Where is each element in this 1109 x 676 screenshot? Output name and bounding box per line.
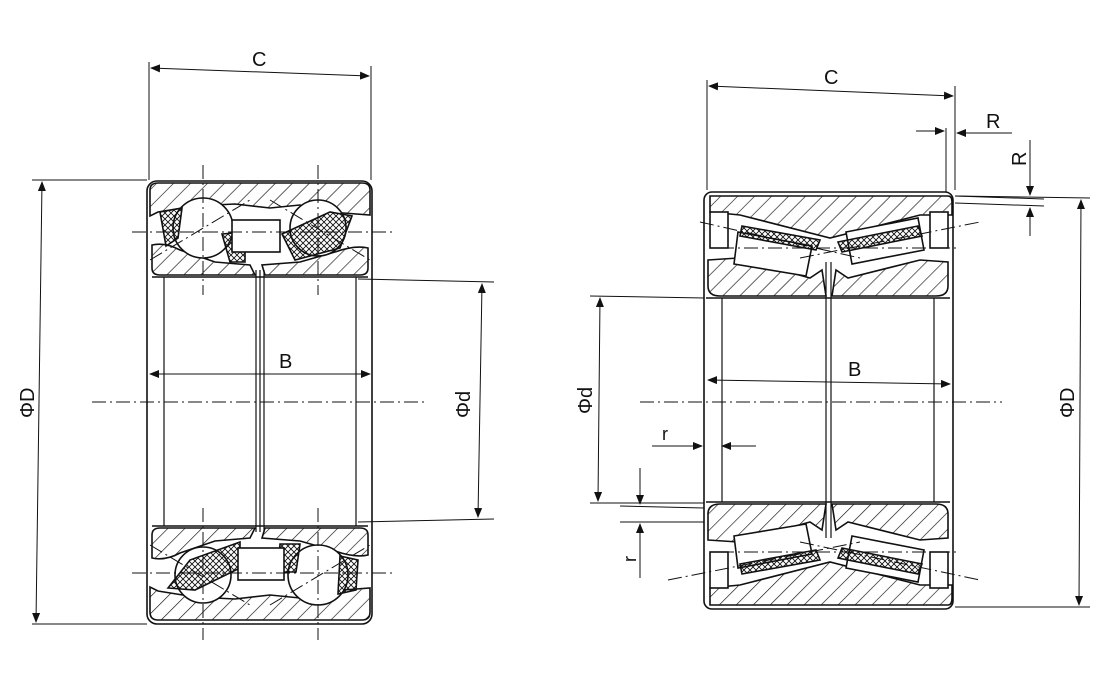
left-bottom-spacer: [237, 547, 285, 581]
right-view-labels: C B R R ΦD Φd r r: [575, 67, 1079, 562]
right-label-phi-d: Φd: [575, 387, 597, 414]
left-top-inner-ring-a: [151, 243, 257, 276]
left-label-b: B: [279, 351, 292, 373]
right-dim-rv-ext-top: [619, 505, 705, 509]
right-top-seal-left: [709, 211, 729, 249]
right-dim-D-line: [1075, 199, 1085, 606]
left-dim-D-line: [32, 181, 46, 623]
left-top-spacer: [231, 219, 281, 253]
left-bottom-cage-3: [337, 555, 359, 596]
right-dim-Rv-ext-bottom: [954, 202, 1045, 207]
left-dim-c-line: [150, 64, 370, 80]
right-dim-d-ext-top: [589, 295, 705, 299]
right-dim-d-line: [594, 297, 604, 502]
right-label-r-vertical: r: [620, 556, 640, 562]
left-top-cage-1: [159, 207, 183, 248]
left-label-phi-d: Φd: [453, 391, 475, 418]
right-label-c: C: [824, 67, 838, 89]
left-view-labels: C B ΦD Φd: [17, 49, 475, 418]
left-dim-d-ext-bottom: [357, 518, 495, 523]
right-dim-c-line: [708, 82, 954, 100]
left-label-c: C: [252, 49, 266, 71]
left-dim-d-line: [474, 283, 486, 518]
right-bottom-seal-right: [929, 551, 949, 589]
left-top-inner-ring-b: [260, 246, 369, 276]
right-dim-b-line: [707, 376, 951, 388]
right-bottom-outer-ring: [709, 561, 953, 606]
right-top-cage-2: [836, 225, 924, 253]
left-top-cage-3: [280, 211, 354, 261]
right-bottom-cage-1: [739, 549, 822, 575]
left-view: [32, 62, 495, 640]
left-dim-d-ext-top: [357, 278, 495, 283]
right-label-R-vertical: R: [1009, 152, 1031, 166]
right-bottom-inner-cone-b: [831, 503, 949, 541]
right-top-inner-cone-a: [707, 257, 827, 297]
right-label-phi-D: ΦD: [1057, 388, 1079, 418]
right-label-R-horizontal: R: [986, 111, 1000, 133]
right-center-lines: [640, 221, 1002, 581]
right-top-inner-cone-b: [831, 259, 949, 297]
right-dim-D-ext-top: [954, 195, 1091, 199]
right-label-b: B: [848, 359, 861, 381]
right-outer-outline: [703, 191, 954, 610]
left-label-phi-D: ΦD: [17, 388, 39, 418]
right-top-seal-right: [929, 211, 949, 249]
right-bottom-inner-cone-a: [707, 503, 827, 543]
left-center-lines: [92, 165, 428, 640]
right-view: [589, 80, 1091, 610]
right-top-outer-ring: [709, 195, 953, 239]
right-label-r-horizontal: r: [662, 424, 668, 444]
